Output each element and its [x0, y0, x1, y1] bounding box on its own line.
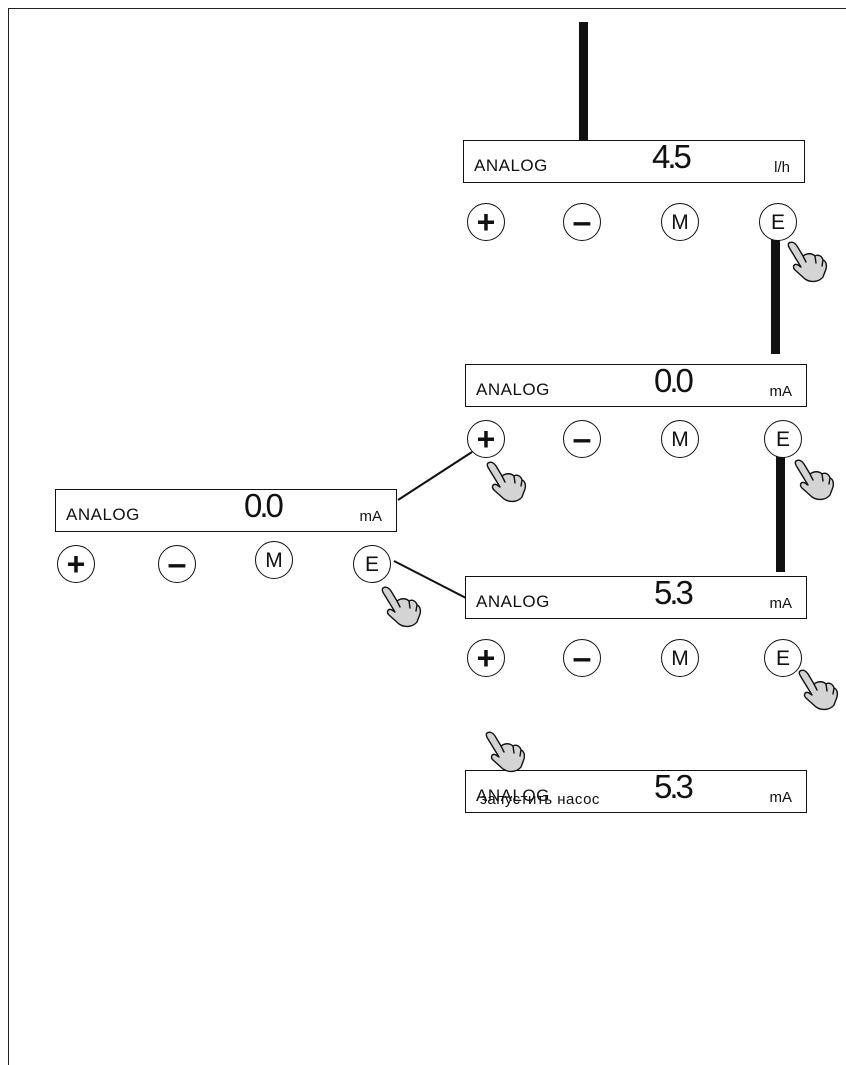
minus-button[interactable]: –	[563, 420, 601, 458]
plus-button[interactable]: +	[467, 639, 505, 677]
pointing-hand-icon	[794, 459, 835, 501]
plus-button[interactable]: +	[467, 420, 505, 458]
display-unit: mA	[769, 595, 793, 612]
frame-left-border	[8, 8, 9, 1065]
m-button[interactable]: M	[661, 203, 699, 241]
display-label: ANALOG	[476, 786, 550, 805]
start-pump-caption: запустить насос	[480, 791, 600, 808]
display-panel-5: ANALOG 5.3 mA	[465, 768, 807, 813]
pointing-hand-icon	[798, 669, 839, 711]
display-panel-3: ANALOG 0.0 mA	[55, 487, 397, 532]
pointing-hand-icon	[381, 586, 422, 628]
connector-line-to-plus	[397, 451, 473, 501]
connector-line-from-e	[393, 560, 467, 599]
display-unit: mA	[769, 383, 793, 400]
display-value: 5.3	[654, 574, 694, 611]
display-unit: mA	[359, 508, 383, 525]
display-panel-1: ANALOG 4.5 l/h	[463, 138, 805, 183]
plus-button[interactable]: +	[57, 545, 95, 583]
m-button[interactable]: M	[661, 639, 699, 677]
m-button[interactable]: M	[255, 541, 293, 579]
flow-bar-right-upper	[771, 238, 780, 354]
display-label: ANALOG	[66, 505, 140, 524]
minus-button[interactable]: –	[158, 545, 196, 583]
display-value: 0.0	[654, 362, 694, 399]
pointing-hand-icon	[485, 731, 526, 773]
e-button[interactable]: E	[353, 545, 391, 583]
m-button[interactable]: M	[661, 420, 699, 458]
display-label: ANALOG	[474, 156, 548, 175]
plus-button[interactable]: +	[467, 203, 505, 241]
display-panel-2: ANALOG 0.0 mA	[465, 362, 807, 407]
e-button[interactable]: E	[764, 420, 802, 458]
display-label: ANALOG	[476, 380, 550, 399]
pointing-hand-icon	[486, 461, 527, 503]
display-value: 0.0	[244, 487, 284, 524]
minus-button[interactable]: –	[563, 639, 601, 677]
frame-top-border	[8, 8, 846, 9]
display-unit: l/h	[774, 159, 790, 176]
flow-bar-right-lower	[776, 455, 785, 572]
e-button[interactable]: E	[759, 203, 797, 241]
e-button[interactable]: E	[764, 639, 802, 677]
display-value: 4.5	[652, 138, 692, 175]
display-label: ANALOG	[476, 592, 550, 611]
display-unit: mA	[769, 789, 793, 806]
pointing-hand-icon	[787, 241, 828, 283]
minus-button[interactable]: –	[563, 203, 601, 241]
display-value: 5.3	[654, 768, 694, 805]
flow-bar-top	[579, 22, 588, 140]
display-panel-4: ANALOG 5.3 mA	[465, 574, 807, 619]
